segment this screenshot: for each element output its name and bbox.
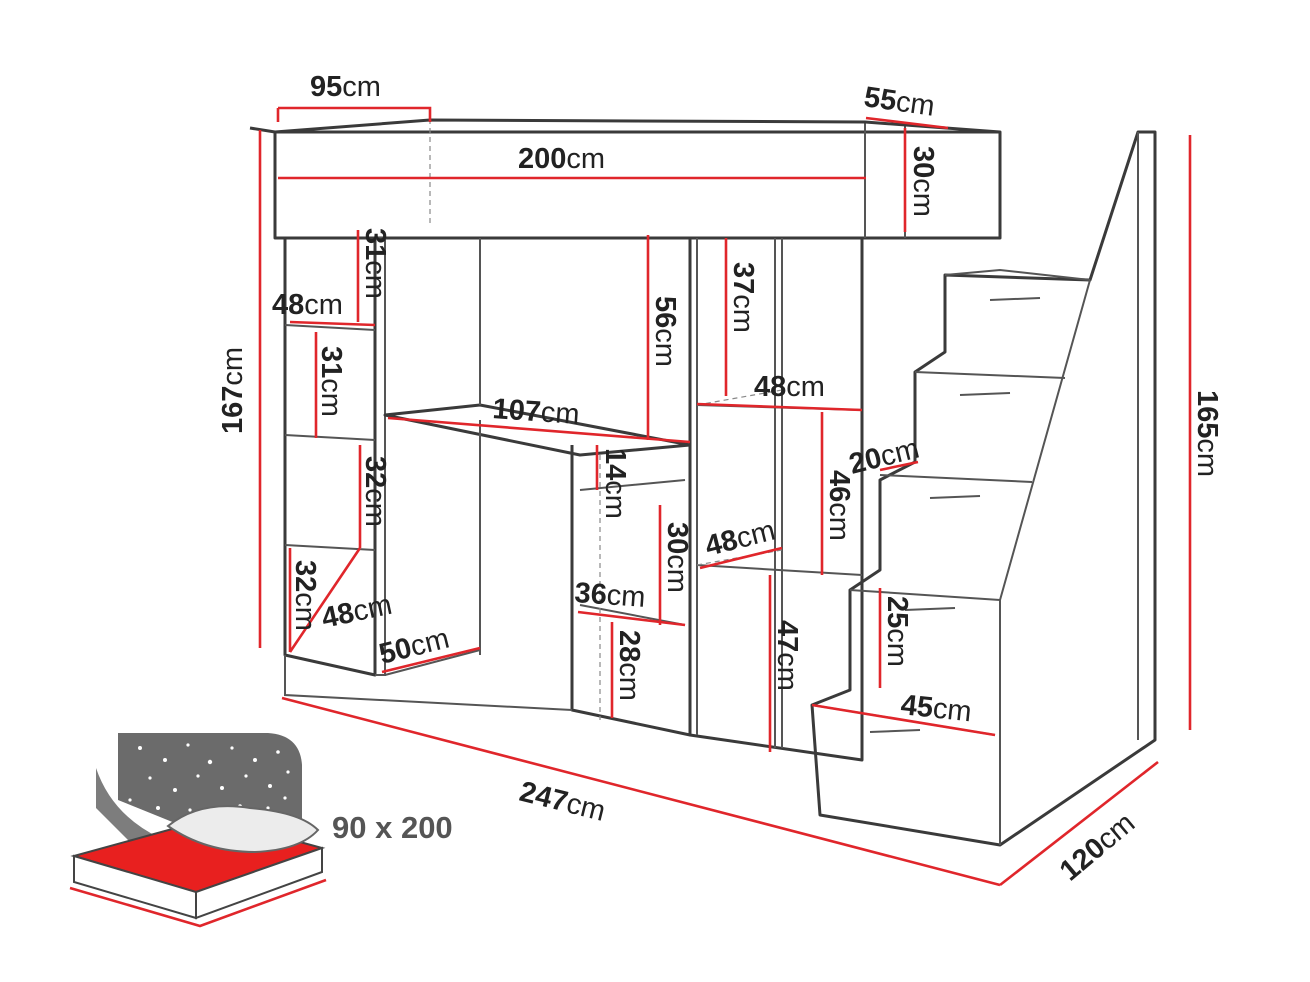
pillow	[166, 805, 320, 854]
dim-bed-depth	[865, 116, 949, 130]
label-wardrobe-mid-height: 46cm	[823, 470, 855, 541]
bed-rail	[273, 130, 1002, 240]
moon-shape	[96, 768, 160, 842]
label-wardrobe-shelf-width: 48cm	[754, 371, 825, 403]
dimension-lines	[258, 106, 1192, 887]
mattress-size-label: 90 x 200	[332, 810, 453, 845]
label-shelf-bottom-height: 32cm	[289, 560, 321, 631]
label-shelf-top-width: 48cm	[272, 289, 343, 321]
label-drawer-unit-width: 36cm	[574, 577, 647, 614]
label-bed-width: 95cm	[310, 71, 381, 103]
label-shelf-bottom-width: 48cm	[319, 589, 395, 635]
label-desk-width: 107cm	[492, 393, 581, 431]
label-bed-depth: 55cm	[862, 81, 937, 123]
label-wardrobe-low-height: 47cm	[771, 620, 803, 691]
label-wardrobe-low-width: 48cm	[702, 515, 779, 563]
label-step-bottom-width: 45cm	[899, 689, 973, 728]
label-shelf-mid-height: 31cm	[315, 346, 347, 417]
label-depth: 120cm	[1054, 807, 1141, 887]
dim-depth	[999, 760, 1159, 887]
dimension-labels: 95cm 55cm 200cm 30cm 167cm 165cm 247cm 1…	[217, 71, 1223, 887]
label-step-height: 25cm	[881, 596, 913, 667]
label-shelf-low-height: 32cm	[359, 456, 391, 527]
dim-bed-width	[276, 106, 432, 122]
dim-length	[281, 696, 1001, 887]
label-length: 247cm	[516, 776, 608, 828]
label-shelf-top-height: 31cm	[359, 228, 391, 299]
left-shelf-unit	[283, 238, 377, 677]
label-step-width: 20cm	[846, 433, 923, 481]
staircase	[810, 130, 1157, 847]
label-drawer-bottom-height: 28cm	[613, 630, 645, 701]
mattress-end	[195, 846, 323, 920]
label-desk-depth: 50cm	[376, 623, 453, 671]
label-drawer-unit-height: 30cm	[661, 522, 693, 593]
step-handle	[989, 297, 1041, 301]
mattress-illustration: 90 x 200	[69, 733, 453, 928]
label-guard-height: 30cm	[907, 146, 939, 217]
mattress-arrow	[69, 878, 327, 928]
label-desk-clearance: 56cm	[649, 296, 681, 367]
label-bed-length: 200cm	[518, 143, 605, 175]
label-height-left: 167cm	[217, 347, 249, 434]
label-wardrobe-top-height: 37cm	[727, 262, 759, 333]
label-height-right: 165cm	[1191, 390, 1223, 477]
label-drawer-gap-height: 14cm	[599, 448, 631, 519]
